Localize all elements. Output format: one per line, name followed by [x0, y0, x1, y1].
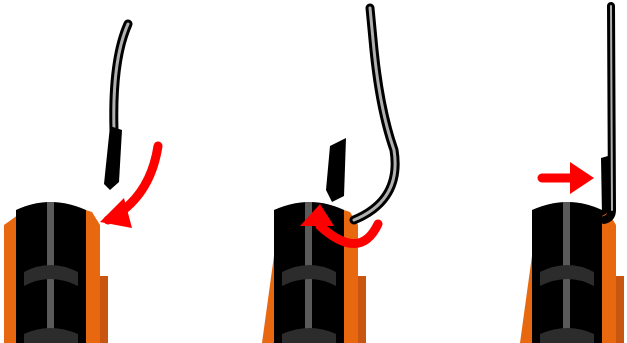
- tire-1-icon: [4, 202, 108, 343]
- curved-up-arrow-icon: [300, 204, 383, 248]
- step-2-panel: [262, 3, 400, 343]
- step-1-panel: [4, 19, 163, 343]
- lead-2-icon: [326, 3, 400, 225]
- step-3-panel: [520, 2, 624, 343]
- right-arrow-icon: [537, 162, 594, 194]
- tire-3-icon: [520, 202, 624, 343]
- lead-1-icon: [104, 19, 133, 190]
- lead-3-icon: [600, 2, 617, 224]
- curved-down-left-arrow-icon: [100, 141, 163, 228]
